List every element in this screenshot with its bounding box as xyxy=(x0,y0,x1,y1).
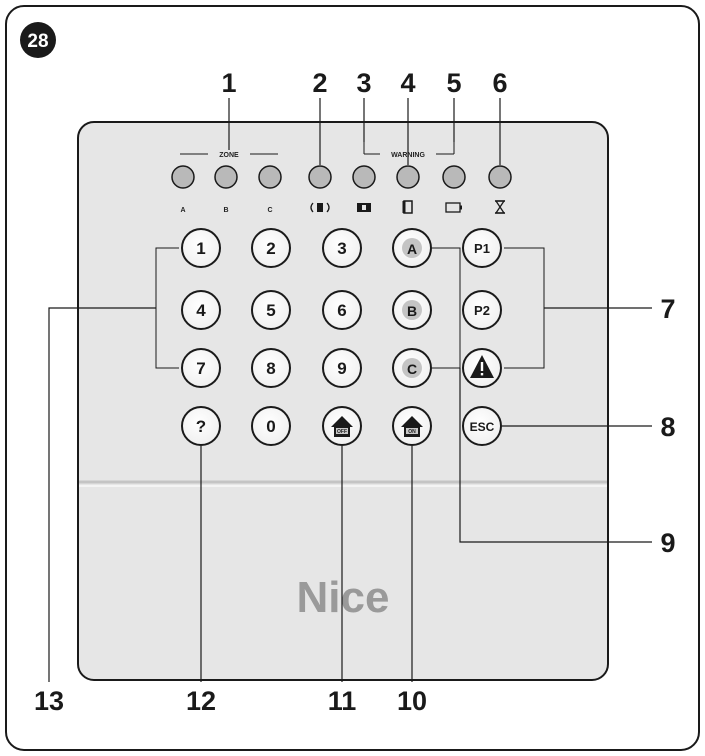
callout-12: 12 xyxy=(186,686,216,716)
key-esc[interactable]: ESC xyxy=(462,406,502,446)
zone-group-label: ZONE xyxy=(180,152,278,159)
svg-text:B: B xyxy=(407,303,417,319)
battery-block-icon xyxy=(357,203,371,212)
svg-text:A: A xyxy=(407,241,417,257)
key-9[interactable]: 9 xyxy=(322,348,362,388)
brand-logo: Nice xyxy=(297,573,390,622)
svg-text:?: ? xyxy=(196,417,206,436)
key-1[interactable]: 1 xyxy=(181,228,221,268)
led-zone-a xyxy=(171,165,195,189)
svg-text:9: 9 xyxy=(337,359,346,378)
callout-6: 6 xyxy=(492,68,507,98)
key-3[interactable]: 3 xyxy=(322,228,362,268)
callout-13: 13 xyxy=(34,686,64,716)
bottom-leaders xyxy=(48,307,413,682)
callout-11: 11 xyxy=(328,686,357,716)
svg-text:5: 5 xyxy=(266,301,275,320)
led-alarm xyxy=(308,165,332,189)
svg-text:7: 7 xyxy=(196,359,205,378)
svg-text:4: 4 xyxy=(196,301,206,320)
svg-text:C: C xyxy=(407,361,417,377)
led-zone-b xyxy=(214,165,238,189)
svg-text:3: 3 xyxy=(337,239,346,258)
svg-text:6: 6 xyxy=(337,301,346,320)
key-area-c[interactable]: C xyxy=(392,348,432,388)
door-icon xyxy=(402,200,413,214)
figure-number-badge: 28 xyxy=(20,22,56,58)
hourglass-icon xyxy=(494,200,506,214)
svg-text:8: 8 xyxy=(266,359,275,378)
house-on-icon: ON xyxy=(401,416,423,437)
svg-text:OFF: OFF xyxy=(337,429,347,435)
callout-3: 3 xyxy=(356,68,371,98)
callout-5: 5 xyxy=(446,68,461,98)
led-label-c: C xyxy=(267,207,272,214)
callout-4: 4 xyxy=(400,68,415,98)
area-bracket xyxy=(432,247,461,369)
key-area-a[interactable]: A xyxy=(392,228,432,268)
callout-1: 1 xyxy=(221,68,236,98)
svg-text:P2: P2 xyxy=(474,303,490,318)
figure-number: 28 xyxy=(27,31,48,52)
callout-8: 8 xyxy=(660,412,675,442)
key-0[interactable]: 0 xyxy=(251,406,291,446)
callout-2: 2 xyxy=(312,68,327,98)
key-4[interactable]: 4 xyxy=(181,290,221,330)
led-row xyxy=(171,165,512,189)
led-door xyxy=(396,165,420,189)
house-off-icon: OFF xyxy=(331,416,353,437)
led-tamper xyxy=(352,165,376,189)
key-panic[interactable] xyxy=(462,348,502,388)
callout-10: 10 xyxy=(397,686,427,716)
led-timer xyxy=(488,165,512,189)
svg-text:1: 1 xyxy=(196,239,205,258)
key-p2[interactable]: P2 xyxy=(462,290,502,330)
key-5[interactable]: 5 xyxy=(251,290,291,330)
battery-icon xyxy=(445,202,462,213)
callout-9: 9 xyxy=(660,528,675,558)
callout-7: 7 xyxy=(660,294,675,324)
led-label-b: B xyxy=(223,207,228,214)
zone-label: ZONE xyxy=(219,152,239,159)
key-7[interactable]: 7 xyxy=(181,348,221,388)
key-2[interactable]: 2 xyxy=(251,228,291,268)
key-area-b[interactable]: B xyxy=(392,290,432,330)
key-arm-on[interactable]: ON xyxy=(392,406,432,446)
key-8[interactable]: 8 xyxy=(251,348,291,388)
svg-text:P1: P1 xyxy=(474,241,490,256)
svg-text:ESC: ESC xyxy=(470,420,495,434)
svg-text:2: 2 xyxy=(266,239,275,258)
signal-waves-icon xyxy=(310,202,330,213)
key-help[interactable]: ? xyxy=(181,406,221,446)
led-zone-c xyxy=(258,165,282,189)
led-label-a: A xyxy=(180,207,185,214)
key-6[interactable]: 6 xyxy=(322,290,362,330)
top-leaders xyxy=(228,98,501,165)
led-battery xyxy=(442,165,466,189)
key-arm-off[interactable]: OFF xyxy=(322,406,362,446)
svg-text:ON: ON xyxy=(408,429,416,435)
right-leaders xyxy=(459,307,652,543)
svg-text:0: 0 xyxy=(266,417,275,436)
key-p1[interactable]: P1 xyxy=(462,228,502,268)
